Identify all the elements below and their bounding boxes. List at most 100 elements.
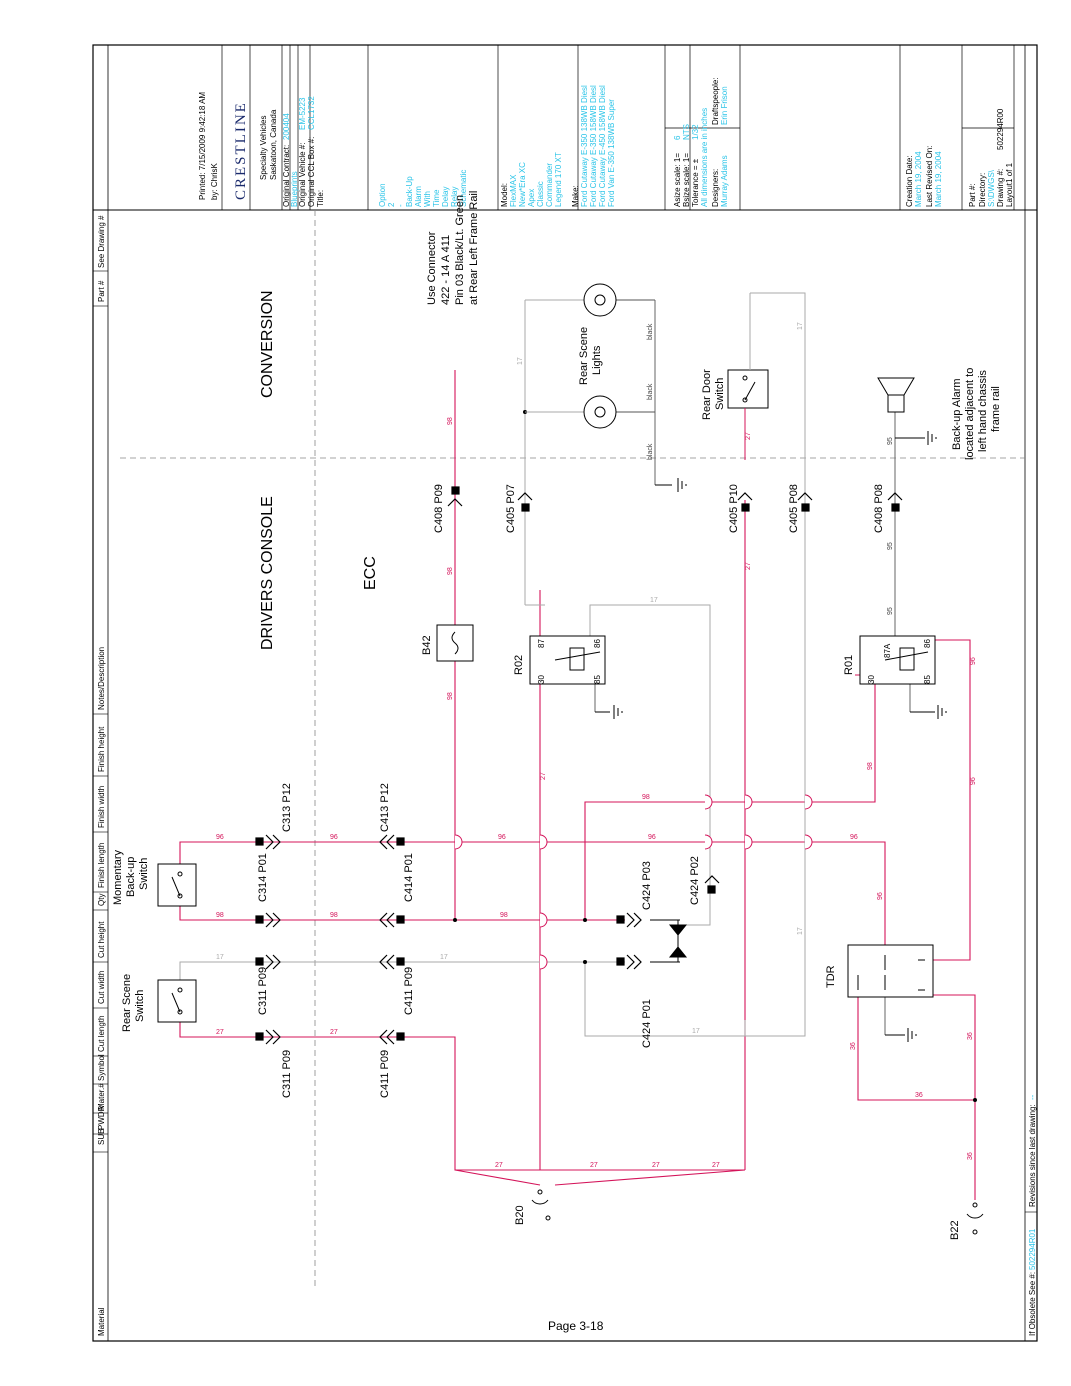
part-label: Part #: [968,183,977,207]
wire-label-98: 98 [330,912,338,919]
terminal-b20: B20 [514,1189,551,1225]
section-ecc: ECC [362,556,379,590]
rear-door-switch: Rear Door Switch [701,293,769,460]
connector-c413 [379,834,405,850]
relay-pin-30: 30 [537,675,546,684]
original-vehicle-value: EM-5223 [298,97,307,130]
time-delay-relay: TDR [825,944,934,998]
wire-label-96: 96 [970,777,977,785]
original-ccl-value: CCL1732 [307,96,316,130]
connector-label-c405-p08: C405 P08 [788,484,800,533]
use-connector-note-line: Pin 03 Black/Lt. Green [454,195,466,305]
revised-value: March 19, 2004 [934,151,943,207]
title-line: Time [432,189,441,207]
connector-label-c408-p08: C408 P08 [873,484,885,533]
revised-label: Last Revised On: [925,146,934,207]
wire-label-95: 95 [887,607,894,615]
printed-by: by: ChrisK [210,162,219,200]
title-line: Schematic [459,170,468,207]
bom-cut-length: Cut length [97,1016,106,1052]
connector-label-c411-p04: C411 P09 [403,967,415,1015]
terminal-b22: B22 [949,1202,984,1240]
relay-pin-86: 86 [593,639,602,648]
wire-label-96: 96 [850,834,858,841]
title-line: Option [378,183,387,207]
backup-alarm-note: left hand chassis [977,370,989,452]
wire-label-36: 36 [967,1152,974,1160]
connector-label-c424-p03: C424 P03 [641,861,653,910]
backup-alarm-note: located adjacent to [964,368,976,460]
wire-label-96: 96 [970,657,977,665]
bom-cut-height: Cut height [97,921,106,958]
bom-pwdr: PWDR [97,1105,106,1130]
designers-value: Murray Adams [720,155,729,207]
rear-scene-lights-label: Lights [591,345,603,375]
original-vehicle-label: Original Vehicle #: [298,143,307,207]
connector-c311 [255,1029,281,1045]
wire-label-36: 36 [850,1042,857,1050]
rear-door-switch-label: Rear Door [701,369,713,420]
relay-pin-85: 85 [923,675,932,684]
relay-r02-label: R02 [513,655,525,675]
draftspeople-label: Draftspeople: [711,77,720,125]
layout-label: Layout1 of 1 [1005,162,1014,207]
model-item: FlexMAX [509,174,518,207]
wire-label-96: 96 [648,834,656,841]
wire-label-36: 36 [915,1092,923,1099]
model-item: Legend 170 XT [554,152,563,207]
wire-label-black: black [647,323,654,340]
backup-alarm: Back-up Alarm located adjacent to left h… [877,368,1002,460]
wire-label-95: 95 [887,542,894,550]
wire-label-17: 17 [797,322,804,330]
wire-label-98: 98 [500,912,508,919]
ground-icon [655,478,687,492]
connector-c408-p08 [887,492,903,512]
asize-value: 6 [673,135,682,140]
relay-r01: R01 30 87A 85 86 [843,635,936,685]
bom-notes: Notes/Description [97,647,106,710]
wire-label-17: 17 [797,927,804,935]
connector-c411-p04 [379,954,405,970]
drawing-value: 502294R00 [996,108,1005,150]
connector-c424-p02 [704,875,720,894]
backup-alarm-note: frame rail [990,386,1002,432]
wire-98-network [179,370,876,921]
wire-crossovers [454,794,813,970]
ground-icon [595,705,623,719]
make-item: Ford Cutaway E-450 158WB Diesl [598,85,607,207]
page-number: Page 3-18 [548,1319,604,1333]
model-item: Apex [527,189,536,207]
bom-symbol: Symbol [97,1054,106,1081]
wire-label-98: 98 [447,692,454,700]
ground-symbols [595,431,947,1042]
tdr-label: TDR [825,965,837,988]
bom-sub: SUB [97,1129,106,1145]
bom-mater: Mater.# [97,1083,106,1110]
title-line: With [423,191,432,207]
connector-label-c413: C413 P12 [379,783,391,832]
momentary-backup-switch: Momentary Back-up Switch [112,849,197,907]
connector-c408-p09 [447,486,463,507]
connector-c424-p01 [616,954,642,970]
tolerance-note: All dimensions are in inches [700,108,709,207]
obsolete-value: 502294R01 [1028,1228,1037,1270]
wire-label-96: 96 [216,834,224,841]
rear-door-switch-label: Switch [714,378,726,410]
title-block [221,45,1015,210]
connector-label-c408-p09: C408 P09 [433,484,445,533]
wire-36-network [857,994,976,1200]
wire-label-98: 98 [642,794,650,801]
wire-label-black: black [647,383,654,400]
connector-labels: C311 P09 C411 P09 C311 P09 C411 P09 C314… [257,484,885,1098]
designers-label: Designers: [711,169,720,207]
wire-96-network [179,639,971,961]
wire-label-27: 27 [652,1162,660,1169]
backup-alarm-note: Back-up Alarm [951,378,963,450]
original-ccl-label: Original CCL Box #: [307,137,316,207]
terminal-b20-label: B20 [514,1205,526,1225]
connector-label-c424-p01: C424 P01 [641,999,653,1048]
ground-icon [885,1028,917,1042]
wire-label-17: 17 [650,597,658,604]
wire-label-98: 98 [447,567,454,575]
momentary-switch-label: Momentary [112,849,124,905]
